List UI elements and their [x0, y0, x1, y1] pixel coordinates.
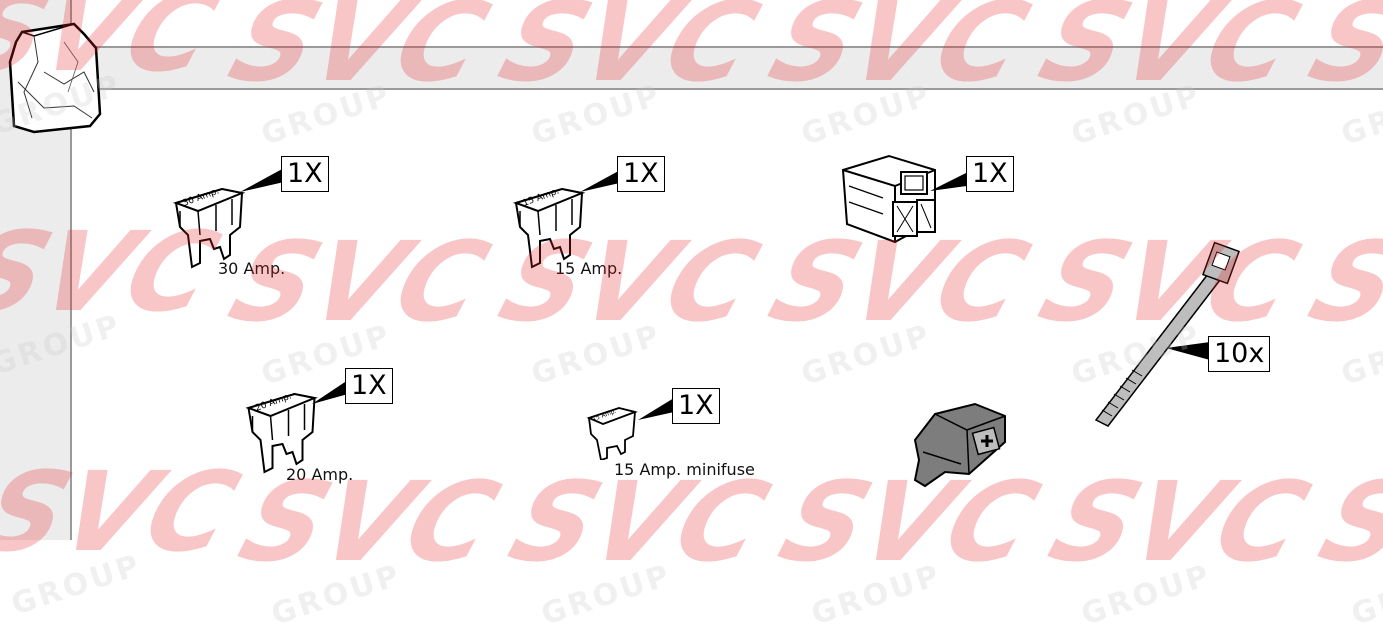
part-caption: 30 Amp. — [218, 259, 286, 278]
pointer-line — [636, 392, 676, 430]
parts-bag-icon — [4, 22, 104, 134]
svg-text:SVC: SVC — [1296, 218, 1383, 347]
splice-connector — [905, 400, 1015, 494]
pointer-line — [578, 162, 626, 200]
cable-tie — [1090, 240, 1240, 434]
quantity-box: 1X — [672, 388, 720, 424]
part-caption: 15 Amp. — [555, 259, 623, 278]
svg-text:GROUP: GROUP — [537, 558, 676, 633]
fuse-30-amp: 30 Amp. — [170, 175, 246, 274]
header-band — [72, 46, 1383, 90]
svg-text:GROUP: GROUP — [7, 548, 146, 623]
quantity-box: 10x — [1208, 336, 1271, 372]
quantity-box: 1X — [617, 156, 665, 192]
fuse-20-amp: 20 Amp. — [240, 380, 320, 479]
left-margin-line — [70, 0, 72, 540]
svg-text:GROUP: GROUP — [1347, 558, 1383, 633]
quantity-box: 1X — [345, 368, 393, 404]
part-caption: 15 Amp. minifuse — [614, 460, 755, 479]
fuse-15-amp: 15 Amp. — [510, 175, 586, 274]
minifuse-15-amp: 15 Amp. — [585, 400, 640, 464]
svg-text:GROUP: GROUP — [1337, 318, 1383, 393]
svg-text:GROUP: GROUP — [267, 558, 406, 633]
pointer-line — [238, 162, 286, 200]
pointer-line — [928, 165, 976, 203]
svg-text:SVC: SVC — [216, 218, 503, 347]
pointer-line — [310, 374, 350, 412]
svg-text:GROUP: GROUP — [527, 318, 666, 393]
svg-text:SVC: SVC — [1036, 458, 1323, 587]
part-caption: 20 Amp. — [286, 465, 354, 484]
svg-text:GROUP: GROUP — [807, 558, 946, 633]
pointer-line — [1164, 330, 1212, 374]
quantity-box: 1X — [966, 156, 1014, 192]
connector-housing — [835, 150, 945, 249]
svg-text:SVC: SVC — [1306, 458, 1383, 587]
svg-text:GROUP: GROUP — [1077, 558, 1216, 633]
quantity-box: 1X — [281, 156, 329, 192]
svg-text:GROUP: GROUP — [797, 318, 936, 393]
